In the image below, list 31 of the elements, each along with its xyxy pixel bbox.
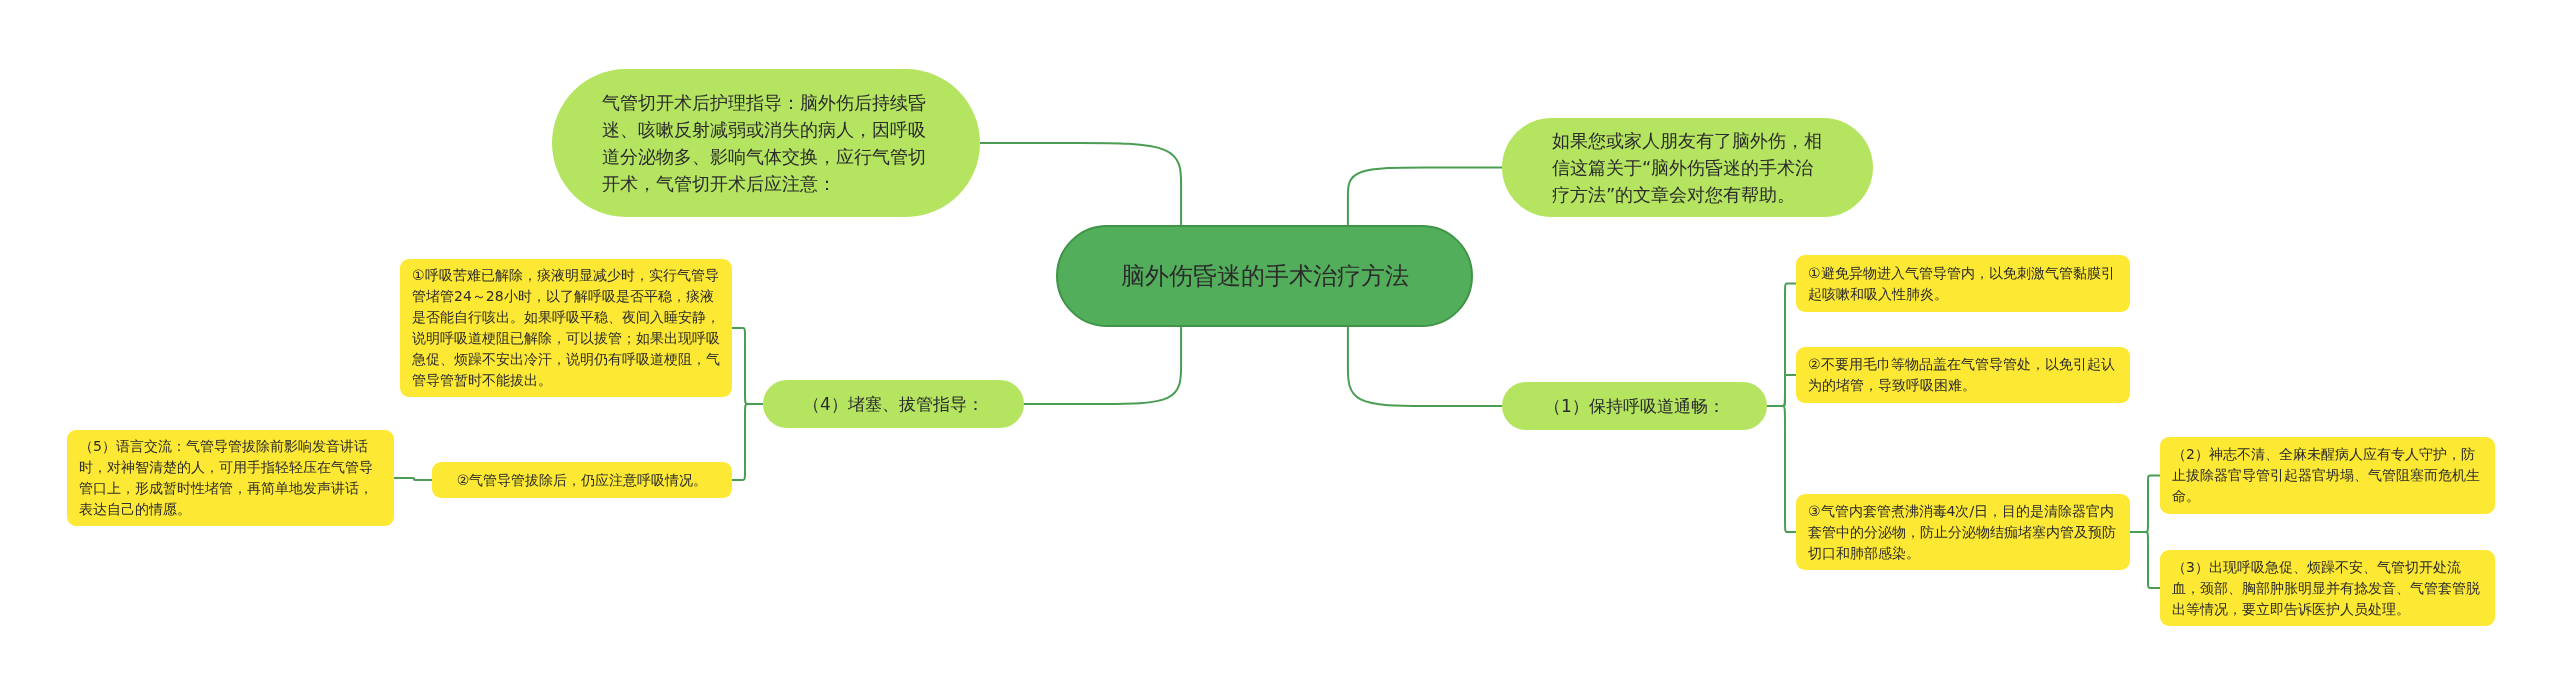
topic-text: 气管切开术后护理指导：脑外伤后持续昏迷、咳嗽反射减弱或消失的病人，因呼吸道分泌物多、影响气体交换，应行气管切开术，气管切开术后应注意：	[602, 91, 927, 196]
connector-line	[2129, 531, 2161, 589]
topic-text: （4）堵塞、拔管指导：	[803, 392, 984, 416]
connector-line	[1346, 326, 1503, 407]
connector-line	[979, 142, 1183, 226]
connector-line	[731, 403, 764, 481]
note-card	[2160, 550, 2495, 626]
topic-text: ①呼吸苦难已解除，痰液明显减少时，实行气管导管堵管24～28小时，以了解呼吸是否平稳，痰液是否能自行咳出。如果呼吸平稳、夜间入睡安静，说明呼吸道梗阻已解除，可以拔管；如果出现呼吸急促、烦躁不安出冷汗，说明仍有呼吸道梗阻，气管导管暂时不能拔出。	[412, 266, 720, 390]
note-card	[432, 462, 732, 498]
connector-line	[1346, 166, 1503, 226]
topic-text: （3）出现呼吸急促、烦躁不安、气管切开处流血，颈部、胸部肿胀明显并有捻发音、气管套管脱出等情况，要立即告诉医护人员处理。	[2172, 557, 2481, 619]
topic-text: （1）保持呼吸道通畅：	[1544, 394, 1725, 418]
note-card	[67, 430, 394, 526]
topic-text: ②不要用毛巾等物品盖在气管导管处，以免引起认为的堵管，导致呼吸困难。	[1808, 355, 2116, 395]
note-card	[2160, 437, 2495, 514]
connector-line	[393, 477, 433, 481]
subtopic-bubble	[763, 380, 1024, 428]
subtopic-bubble	[1502, 382, 1767, 430]
connector-line	[1023, 326, 1183, 405]
topic-text: ①避免异物进入气管导管内，以免刺激气管黏膜引起咳嗽和吸入性肺炎。	[1808, 263, 2116, 304]
topic-text: （5）语言交流：气管导管拔除前影响发音讲话时，对神智清楚的人，可用手指轻轻压在气管导管口上，形成暂时性堵管，再简单地发声讲话，表达自己的情愿。	[79, 437, 374, 519]
note-card	[1796, 494, 2130, 570]
topic-text: ③气管内套管煮沸消毒4次/日，目的是清除器官内套管中的分泌物，防止分泌物结痂堵塞内管及预防切口和肺部感染。	[1808, 501, 2117, 563]
note-card	[1796, 347, 2130, 403]
topic-text: 如果您或家人朋友有了脑外伤，相信这篇关于“脑外伤昏迷的手术治疗方法”的文章会对您有帮助。	[1552, 129, 1823, 207]
topic-text: （2）神志不清、全麻未醒病人应有专人守护，防止拔除器官导管引起器官坍塌、气管阻塞而危机生命。	[2172, 445, 2481, 506]
connector-line	[1766, 405, 1797, 533]
note-card	[400, 259, 732, 397]
note-card	[1796, 255, 2130, 312]
topic-text: 脑外伤昏迷的手术治疗方法	[1120, 261, 1409, 292]
topic-text: ②气管导管拔除后，仍应注意呼吸情况。	[456, 470, 708, 490]
